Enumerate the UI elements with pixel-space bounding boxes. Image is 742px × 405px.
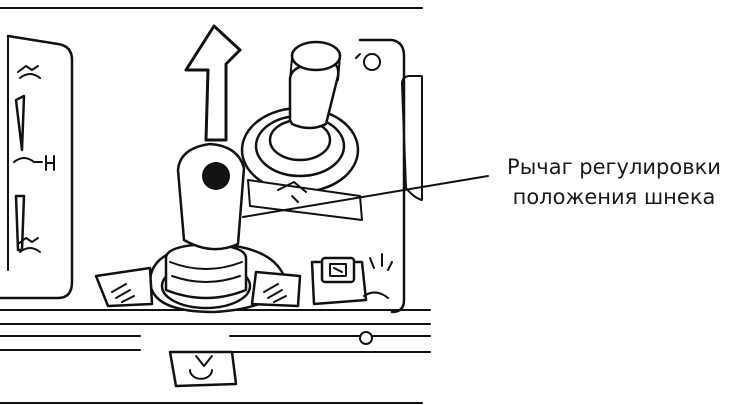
bolt-icon [360,332,372,344]
callout-label-line-1: Рычаг регулировки [486,152,742,182]
bottom-badge [170,352,236,386]
left-indicator-panel [0,36,72,298]
joystick-lever [242,42,362,220]
callout-label-line-2: положения шнека [486,182,742,212]
switch-block [312,254,392,304]
right-panel [356,40,422,312]
callout-label: Рычаг регулировки положения шнека [486,152,742,212]
up-arrow-icon [186,26,240,140]
